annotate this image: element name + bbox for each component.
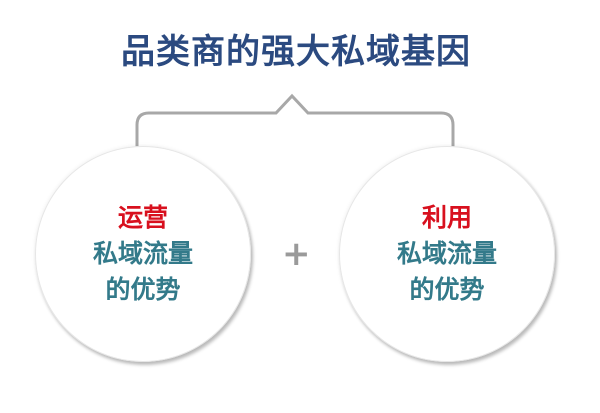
diagram-title: 品类商的强大私域基因 [121,32,471,72]
right-line1: 私域流量 [396,239,497,268]
right-circle: 利用 私域流量 的优势 [339,146,555,362]
left-highlight: 运营 [117,203,168,232]
right-line2: 的优势 [409,275,485,304]
plus-icon: + [282,234,311,274]
left-line1: 私域流量 [92,239,193,268]
left-line2: 的优势 [105,275,181,304]
left-circle: 运营 私域流量 的优势 [35,146,251,362]
right-highlight: 利用 [421,203,472,232]
